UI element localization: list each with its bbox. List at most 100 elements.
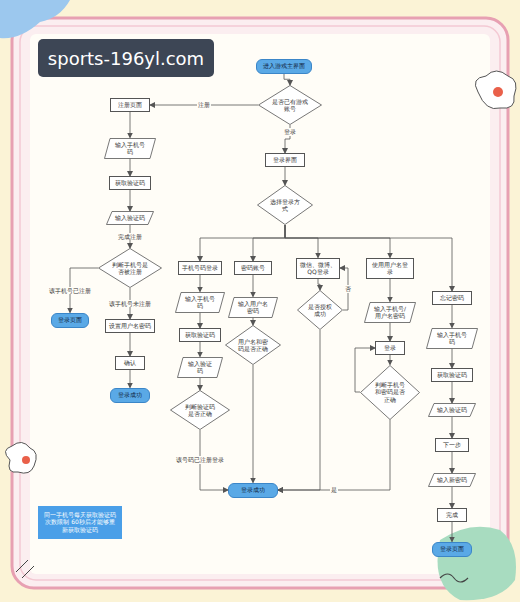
text-wrap: 输入手机号/用户名密码 — [364, 305, 416, 320]
node-text: 微信、微博、QQ登录 — [300, 261, 336, 276]
process-box: 登录 — [375, 341, 405, 355]
text-wrap: 登录页面 — [52, 316, 88, 324]
edge-label: 该号码已注册登录 — [175, 456, 225, 463]
edge-label: 该手机号已注册 — [48, 287, 92, 294]
node-text: 手机号码登录 — [182, 264, 218, 272]
text-wrap: 登录成功 — [111, 391, 149, 399]
text-wrap: 登录页面 — [433, 545, 471, 553]
terminal-box: 登录页面 — [432, 542, 472, 557]
io-parallelogram: 输入手机号码 — [104, 138, 156, 159]
io-parallelogram: 输入新密码 — [428, 473, 476, 487]
connector — [452, 522, 453, 542]
connector — [284, 74, 290, 86]
text-wrap: 获取验证码 — [110, 179, 150, 187]
connector — [253, 365, 254, 483]
connector — [452, 349, 453, 369]
node-text: 获取验证码 — [113, 179, 147, 187]
text-wrap: 是否已有游戏账号 — [258, 98, 322, 113]
text-wrap: 登录成功 — [229, 486, 277, 494]
text-wrap: 完成 — [438, 511, 466, 519]
process-box: 使用用户名登录 — [366, 258, 414, 279]
node-text: 输入用户名密码 — [237, 300, 269, 315]
node-text: 输入验证码 — [115, 214, 145, 222]
connector — [452, 382, 453, 403]
edge-label: 该手机号未注册 — [108, 300, 152, 307]
process-box: 密码账号 — [234, 261, 272, 275]
node-text: 判断手机号是否被注册 — [112, 261, 148, 276]
text-wrap: 输入验证码 — [106, 214, 154, 222]
text-wrap: 输入手机号码 — [426, 331, 478, 346]
text-wrap: 密码账号 — [235, 264, 271, 272]
text-wrap: 选择登录方式 — [257, 198, 313, 213]
process-box: 忘记密码 — [432, 291, 472, 305]
text-wrap: 获取验证码 — [432, 371, 472, 379]
process-box: 注册页面 — [110, 98, 150, 112]
connector — [200, 313, 201, 329]
node-text: 登录页面 — [436, 545, 468, 553]
strokes — [16, 560, 34, 578]
connector — [285, 167, 286, 185]
text-wrap: 获取验证码 — [180, 331, 220, 339]
text-wrap: 输入手机号码 — [175, 295, 225, 310]
green-leaf — [438, 527, 517, 601]
text-wrap: 输入手机号码 — [104, 141, 156, 156]
decision-diamond: 是否已有游戏账号 — [258, 85, 322, 125]
text-wrap: 忘记密码 — [433, 294, 471, 302]
edge-label: 是 — [330, 486, 338, 493]
text-wrap: 是否授权成功 — [297, 303, 343, 318]
connector — [130, 159, 131, 177]
decision-diamond: 判断手机号是否被注册 — [98, 248, 162, 288]
node-text: 同一手机号每天获取验证码次数限制 60秒后才能够重新获取验证码 — [43, 511, 117, 534]
process-box: 获取验证码 — [109, 176, 151, 190]
connector — [285, 225, 318, 258]
connector — [452, 417, 453, 438]
connector — [452, 305, 453, 328]
io-parallelogram: 输入手机号/用户名密码 — [364, 302, 416, 323]
node-text: 输入手机号码 — [184, 295, 216, 310]
node-text: 选择登录方式 — [269, 198, 301, 213]
text-wrap: 用户名和密码是否正确 — [225, 338, 281, 353]
process-box: 获取验证码 — [431, 368, 473, 382]
node-text: 获取验证码 — [435, 371, 469, 379]
node-text: 使用用户名登录 — [370, 261, 410, 276]
frame-inner — [20, 26, 500, 580]
text-wrap: 使用用户名登录 — [367, 261, 413, 276]
text-wrap: 登录界面 — [266, 156, 304, 164]
text-wrap: 进入游戏主界面 — [257, 62, 311, 70]
terminal-box: 进入游戏主界面 — [256, 59, 312, 74]
node-text: 完成 — [441, 511, 463, 519]
cloud — [5, 442, 36, 473]
io-parallelogram: 输入验证码 — [428, 403, 476, 417]
connector — [200, 225, 285, 261]
process-box: 设置用户名密码 — [105, 319, 155, 333]
terminal-box: 登录成功 — [110, 388, 150, 403]
io-parallelogram: 输入用户名密码 — [228, 297, 278, 318]
node-text: 设置用户名密码 — [109, 322, 151, 330]
node-text: 密码账号 — [238, 264, 268, 272]
io-parallelogram: 输入验证码 — [106, 211, 154, 225]
node-text: 输入验证码 — [186, 360, 214, 375]
connector — [278, 420, 390, 491]
decision-diamond: 是否授权成功 — [297, 290, 343, 330]
connector — [200, 275, 201, 292]
decision-diamond: 用户名和密码是否正确 — [225, 325, 281, 365]
connector — [200, 378, 201, 391]
io-parallelogram: 输入验证码 — [177, 357, 223, 378]
io-parallelogram: 输入手机号码 — [175, 292, 225, 313]
node-text: 登录 — [379, 344, 401, 352]
blue-blob — [0, 0, 70, 38]
decision-diamond: 判断验证码是否正确 — [170, 390, 230, 430]
node-text: 进入游戏主界面 — [260, 62, 308, 70]
process-box: 下一步 — [435, 438, 469, 452]
decision-diamond: 选择登录方式 — [257, 185, 313, 225]
io-parallelogram: 输入手机号码 — [426, 328, 478, 349]
node-text: 判断手机号和密码是否正确 — [373, 381, 407, 404]
text-wrap: 判断手机号是否被注册 — [98, 261, 162, 276]
frame — [12, 18, 508, 588]
connector — [285, 225, 452, 291]
connector — [130, 333, 131, 356]
connector — [200, 342, 201, 357]
connector — [318, 279, 320, 291]
edge-label: 否 — [344, 285, 352, 292]
